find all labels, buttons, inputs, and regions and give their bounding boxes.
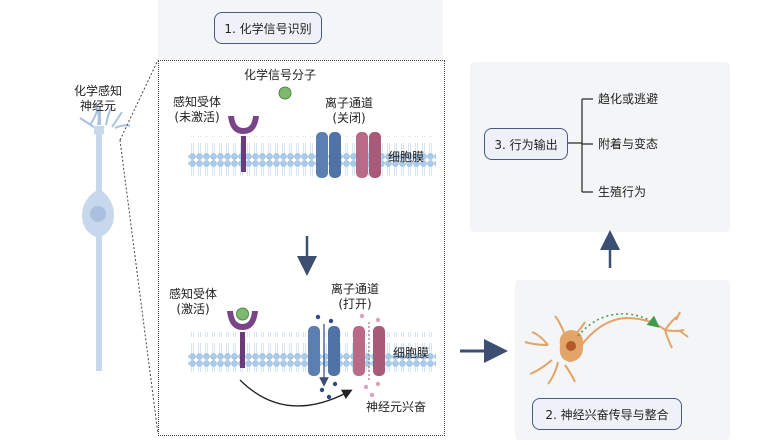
step3-box: 3. 行为输出 [484, 128, 568, 160]
top-receptor-label: 感知受体 (未激活) [172, 95, 221, 124]
bottom-channel-label: 离子通道 (打开) [330, 282, 379, 311]
top-channel-label: 离子通道 (关闭) [324, 96, 373, 125]
signal-molecule-label: 化学信号分子 [244, 68, 317, 82]
ions [315, 313, 381, 400]
behavior-bracket [566, 98, 593, 193]
excitation-label: 神经元兴奋 [366, 400, 427, 414]
top-membrane [188, 136, 436, 176]
bottom-receptor-active [227, 307, 258, 368]
mechanism-panel [158, 60, 445, 436]
bottom-receptor-label: 感知受体 (激活) [168, 287, 217, 316]
top-receptor-inactive [228, 116, 259, 172]
behavior-item-chemotaxis: 趋化或逃避 [598, 92, 659, 106]
step2-box: 2. 神经兴奋传导与整合 [532, 398, 682, 430]
behavior-item-settlement: 附着与变态 [598, 137, 659, 151]
bottom-membrane-label: 细胞膜 [393, 346, 430, 360]
neuron-label: 化学感知 神经元 [73, 84, 122, 113]
top-membrane-label: 细胞膜 [388, 150, 425, 164]
behavior-item-reproduction: 生殖行为 [598, 185, 647, 199]
step1-box: 1. 化学信号识别 [214, 12, 322, 44]
top-channel-closed [316, 132, 381, 178]
signal-molecule [278, 86, 292, 100]
conducting-neuron [524, 311, 689, 385]
chemosensory-neuron [79, 103, 131, 371]
bottom-channel-open [308, 320, 385, 387]
